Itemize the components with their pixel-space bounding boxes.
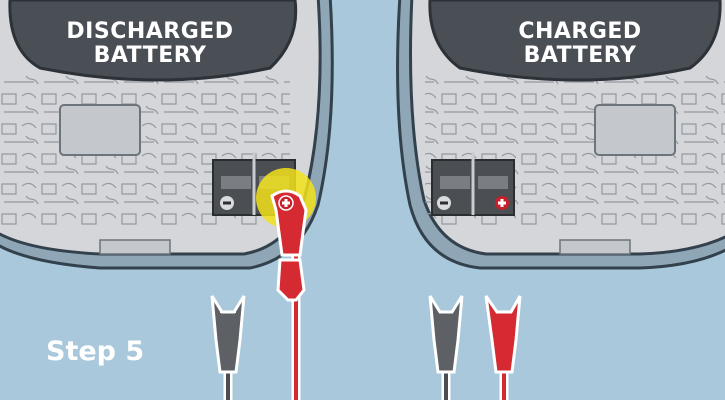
left-label-line1: DISCHARGED <box>66 19 234 44</box>
step-label: Step 5 <box>46 336 145 367</box>
battery-right <box>431 152 515 216</box>
red-clamp-right <box>484 295 522 400</box>
charged-battery-label: CHARGED BATTERY <box>480 20 680 68</box>
black-clamp-right <box>428 295 464 400</box>
right-car <box>396 0 725 270</box>
discharged-battery-label: DISCHARGED BATTERY <box>60 20 240 68</box>
red-clamp-connected <box>270 189 308 400</box>
left-label-line2: BATTERY <box>93 43 207 68</box>
right-label-line1: CHARGED <box>518 19 642 44</box>
black-clamp-left <box>210 295 246 400</box>
left-car <box>0 0 334 270</box>
right-label-line2: BATTERY <box>523 43 637 68</box>
